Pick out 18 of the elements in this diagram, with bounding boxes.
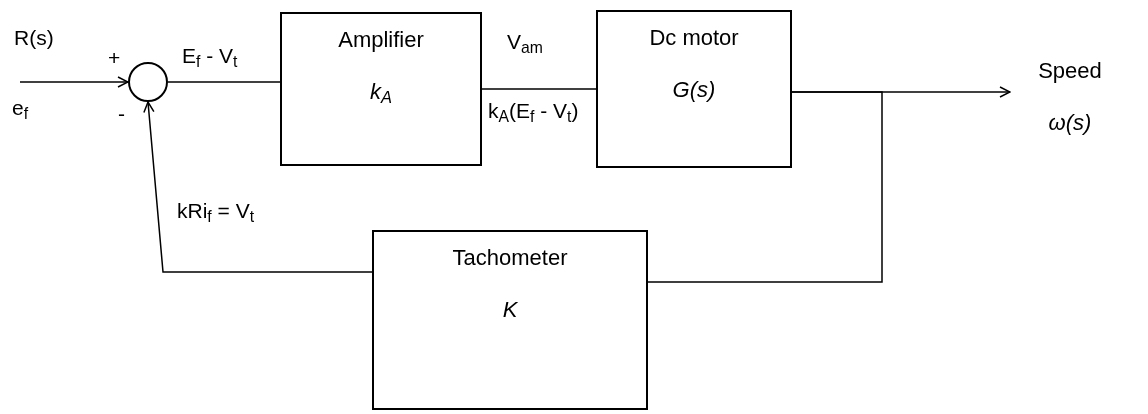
arrow xyxy=(19,76,129,88)
block-title: Dc motor xyxy=(649,24,739,52)
block xyxy=(372,230,648,410)
transfer-function: ω(s) xyxy=(1048,108,1092,136)
summing-junction xyxy=(128,62,168,102)
block-title: Amplifier xyxy=(338,26,424,54)
signal-label: e$_{f}$ xyxy=(12,95,29,124)
transfer-function: K xyxy=(502,295,518,323)
plus-sign: + xyxy=(108,45,121,71)
block-title: Tachometer xyxy=(452,244,568,272)
block xyxy=(596,10,792,168)
minus-sign: - xyxy=(118,101,125,127)
block xyxy=(280,12,482,166)
transfer-function: G(s) xyxy=(672,75,716,103)
signal-label: k$_{A}$(E$_{f}$ - V$_{t}$) xyxy=(488,98,579,127)
block-title: Speed xyxy=(1038,57,1102,85)
transfer-function: k$_{A}$ xyxy=(370,77,392,105)
arrow xyxy=(143,101,373,273)
